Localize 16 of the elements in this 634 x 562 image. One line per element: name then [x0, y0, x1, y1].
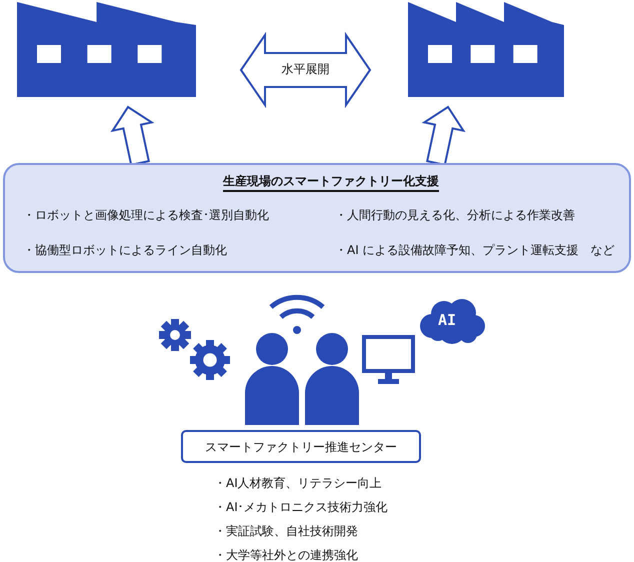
panel-heading: 生産現場のスマートファクトリー化支援	[223, 173, 439, 192]
bullet-item: ・協働型ロボットによるライン自動化	[23, 242, 227, 259]
bullet-item: ・実証試験、自社技術開発	[214, 523, 358, 540]
bullet-item: ・AI･メカトロニクス技術力強化	[214, 499, 388, 516]
support-panel	[3, 163, 631, 273]
factory-icon	[17, 0, 196, 97]
bullet-item: ・大学等社外との連携強化	[214, 547, 358, 562]
bullet-item: ・ロボットと画像処理による検査･選別自動化	[23, 207, 269, 224]
bullet-item: ・人間行動の見える化、分析による作業改善	[335, 207, 575, 224]
bullet-item: ・AI人材教育、リテラシー向上	[214, 475, 382, 492]
factory-icon	[408, 0, 564, 97]
center-name: スマートファクトリー推進センター	[205, 439, 397, 456]
edge-label: 水平展開	[282, 61, 330, 78]
cloud-label: AI	[438, 311, 456, 329]
bullet-item: ・AI による設備故障予知、プラント運転支援 など	[335, 242, 615, 259]
center-box	[181, 430, 421, 463]
